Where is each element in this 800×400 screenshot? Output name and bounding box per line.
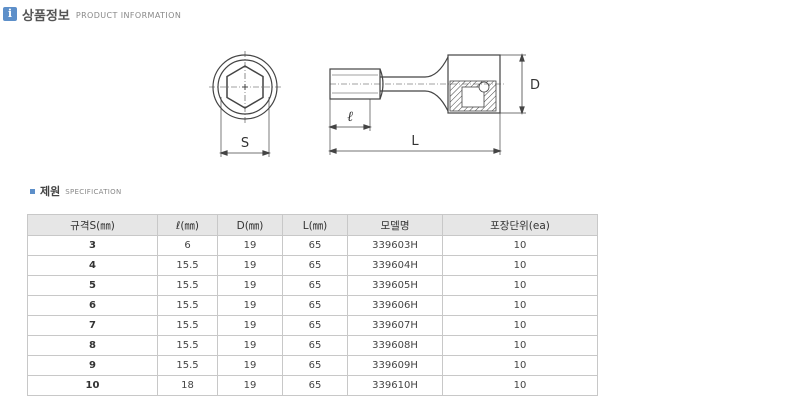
table-cell: 10 xyxy=(442,295,598,316)
table-cell: 65 xyxy=(282,315,348,336)
socket-end-view xyxy=(209,51,281,157)
table-cell: 10 xyxy=(442,235,598,256)
table-cell: 9 xyxy=(27,355,158,376)
table-cell: 18 xyxy=(157,375,218,396)
dimension-l-small-label: ℓ xyxy=(347,109,353,125)
table-cell: 19 xyxy=(217,275,283,296)
table-cell: 15.5 xyxy=(157,335,218,356)
table-cell: 10 xyxy=(442,315,598,336)
table-cell: 65 xyxy=(282,255,348,276)
table-cell: 4 xyxy=(27,255,158,276)
table-header-row: 규격S(㎜) ℓ(㎜) D(㎜) L(㎜) 모델명 포장단위(ea) xyxy=(27,214,598,236)
column-header: D(㎜) xyxy=(217,214,283,236)
column-header: 모델명 xyxy=(347,214,443,236)
table-cell: 65 xyxy=(282,295,348,316)
specification-subtitle: SPECIFICATION xyxy=(65,188,122,196)
table-cell: 339603H xyxy=(347,235,443,256)
table-cell: 10 xyxy=(442,335,598,356)
technical-drawing: S ℓ L D xyxy=(209,51,540,157)
table-cell: 339605H xyxy=(347,275,443,296)
table-cell: 10 xyxy=(442,255,598,276)
table-cell: 10 xyxy=(442,275,598,296)
table-cell: 339610H xyxy=(347,375,443,396)
socket-side-view xyxy=(328,53,526,155)
table-cell: 6 xyxy=(157,235,218,256)
table-cell: 15.5 xyxy=(157,355,218,376)
dimension-D-label: D xyxy=(530,78,540,93)
table-cell: 15.5 xyxy=(157,255,218,276)
table-cell: 3 xyxy=(27,235,158,256)
table-cell: 6 xyxy=(27,295,158,316)
column-header: 규격S(㎜) xyxy=(27,214,158,236)
product-info-title: 상품정보 xyxy=(22,8,70,24)
table-cell: 15.5 xyxy=(157,295,218,316)
product-info-subtitle: PRODUCT INFORMATION xyxy=(75,10,182,20)
table-cell: 19 xyxy=(217,255,283,276)
table-cell: 19 xyxy=(217,315,283,336)
specification-title: 제원 xyxy=(40,185,61,198)
table-cell: 65 xyxy=(282,355,348,376)
column-header: ℓ(㎜) xyxy=(157,214,218,236)
dimension-s-label: S xyxy=(241,136,249,151)
table-cell: 10 xyxy=(442,355,598,376)
table-cell: 339608H xyxy=(347,335,443,356)
column-header: L(㎜) xyxy=(282,214,348,236)
table-cell: 19 xyxy=(217,375,283,396)
table-cell: 10 xyxy=(27,375,158,396)
table-cell: 5 xyxy=(27,275,158,296)
column-header: 포장단위(ea) xyxy=(442,214,598,236)
table-cell: 65 xyxy=(282,375,348,396)
product-info-header: i 상품정보 PRODUCT INFORMATION xyxy=(3,4,181,24)
table-cell: 339609H xyxy=(347,355,443,376)
table-cell: 339604H xyxy=(347,255,443,276)
table-cell: 19 xyxy=(217,295,283,316)
table-cell: 7 xyxy=(27,315,158,336)
table-cell: 10 xyxy=(442,375,598,396)
table-cell: 65 xyxy=(282,235,348,256)
bullet-icon xyxy=(30,188,35,194)
table-cell: 65 xyxy=(282,275,348,296)
table-cell: 19 xyxy=(217,335,283,356)
table-cell: 339606H xyxy=(347,295,443,316)
table-cell: 339607H xyxy=(347,315,443,336)
table-cell: 15.5 xyxy=(157,315,218,336)
table-cell: 65 xyxy=(282,335,348,356)
info-icon: i xyxy=(3,7,17,21)
table-cell: 8 xyxy=(27,335,158,356)
table-cell: 19 xyxy=(217,235,283,256)
table-cell: 19 xyxy=(217,355,283,376)
table-cell: 15.5 xyxy=(157,275,218,296)
dimension-L-label: L xyxy=(411,134,419,149)
specification-header: 제원 SPECIFICATION xyxy=(30,184,122,198)
